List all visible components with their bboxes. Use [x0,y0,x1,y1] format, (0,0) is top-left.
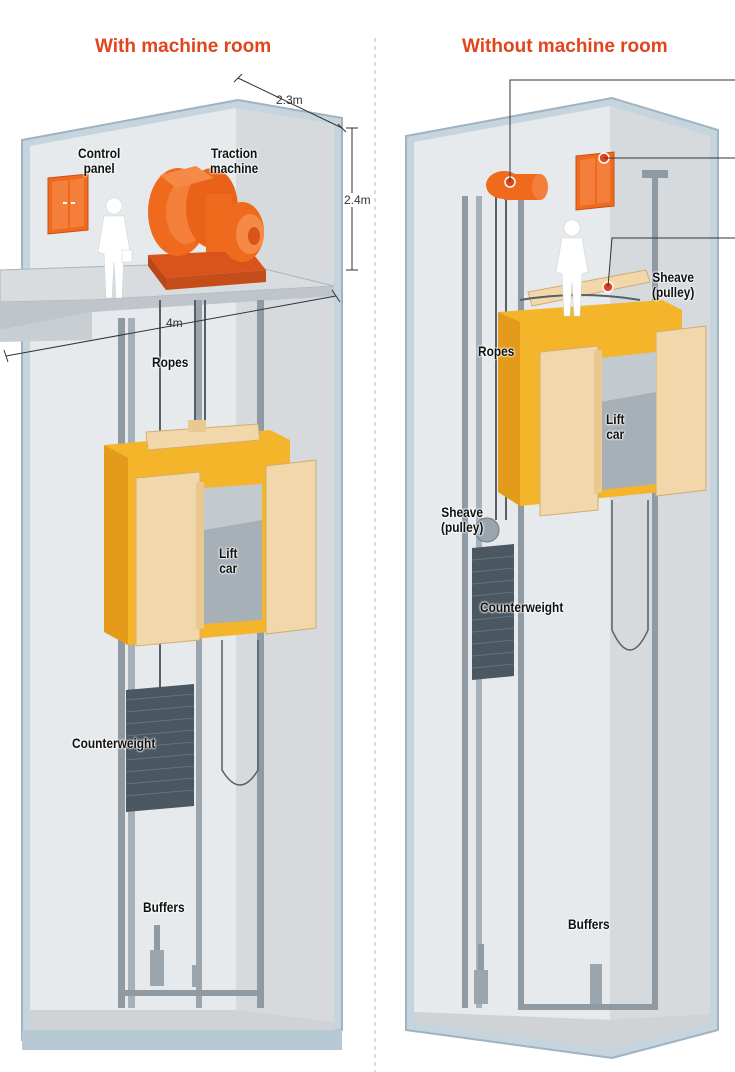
label-right-sheave-top: Sheave (pulley) [652,270,694,300]
left-rail-2 [128,318,135,1008]
label-left-buffers: Buffers [143,899,185,915]
title-with-machine-room: With machine room [95,36,272,57]
left-car-side [104,445,128,645]
right-car-beam [527,269,651,307]
right-rail-4 [652,176,658,1008]
right-buffer-1-shaft [478,944,484,974]
left-buffer-1-shaft [154,925,160,955]
right-travel-cable [611,500,649,651]
right-car-door-right [655,325,707,497]
left-control-panel-door-r [70,178,84,228]
traction-machine [148,166,266,290]
label-left-lift-car: Lift car [219,546,238,576]
right-side-wall [610,106,710,1020]
right-buffer-2 [590,964,602,1004]
left-pit-floor [30,1010,334,1030]
left-buffer-1 [150,950,164,986]
right-top-machine [486,171,548,200]
left-car-door-right [265,459,317,635]
right-person-silhouette [555,219,589,317]
left-base [22,1030,342,1050]
right-counterweight [472,544,514,680]
right-rail-3 [518,200,524,1008]
label-right-sheave-bottom-line2: (pulley) [441,519,484,535]
label-control-panel-line2: panel [83,160,115,176]
right-car-side [498,312,520,506]
label-traction-line1: Traction [210,145,258,161]
label-control-panel: Control panel [78,146,120,176]
label-left-ropes: Ropes [152,354,189,370]
right-leader-lines [509,79,735,288]
label-traction-line2: machine [210,160,259,176]
label-left-lift-line2: car [219,560,238,576]
left-rail-4 [196,300,202,1008]
label-right-lift-car: Lift car [606,412,625,442]
right-pit-floor [414,1012,710,1048]
left-rail-1 [118,318,125,1008]
right-car-door-left [539,345,599,517]
label-left-lift-line1: Lift [219,545,238,561]
left-counterweight-lines [125,693,195,797]
right-shaft [405,79,735,1060]
right-bottom-sheave [474,517,500,543]
left-shaft [0,73,358,1050]
label-right-ropes: Ropes [478,343,515,359]
label-right-sheave-bottom-line1: Sheave [441,504,483,520]
right-rail-cap [642,170,668,178]
left-rail-3 [257,300,264,1008]
left-car-crossbeam [145,423,261,451]
right-rail-1 [462,196,468,1008]
title-without-machine-room: Without machine room [462,36,668,57]
right-rail-bottom [518,1004,658,1010]
dimension-width: 2.3m [276,93,303,107]
left-car-hitch [188,420,206,432]
left-rail-bottom [118,990,264,996]
right-buffer-1 [474,970,488,1004]
left-car-door-left [135,471,201,647]
dimension-height: 2.4m [344,193,371,207]
left-person-silhouette [97,197,133,299]
left-travel-cable [221,640,259,786]
machine-room-slab-edge [0,286,334,330]
label-right-sheave-top-line2: (pulley) [652,284,695,300]
label-right-sheave-bottom: Sheave (pulley) [441,505,483,535]
label-right-sheave-top-line1: Sheave [652,269,694,285]
left-car-interior-wall [204,484,262,530]
left-car-frame [196,482,204,630]
label-right-lift-line2: car [606,426,625,442]
left-control-panel-door-l [52,180,68,230]
label-traction-machine: Traction machine [210,146,258,176]
label-control-panel-line1: Control [78,145,121,161]
label-right-lift-line1: Lift [606,411,625,427]
dimension-length: 4m [166,316,183,330]
right-counterweight-lines [471,555,515,669]
left-dimension-lines [3,73,358,363]
machine-room-slab-front [0,312,92,342]
left-buffer-2 [192,965,202,987]
label-right-buffers: Buffers [568,916,610,932]
label-left-counterweight: Counterweight [72,735,156,751]
label-right-counterweight: Counterweight [480,599,564,615]
